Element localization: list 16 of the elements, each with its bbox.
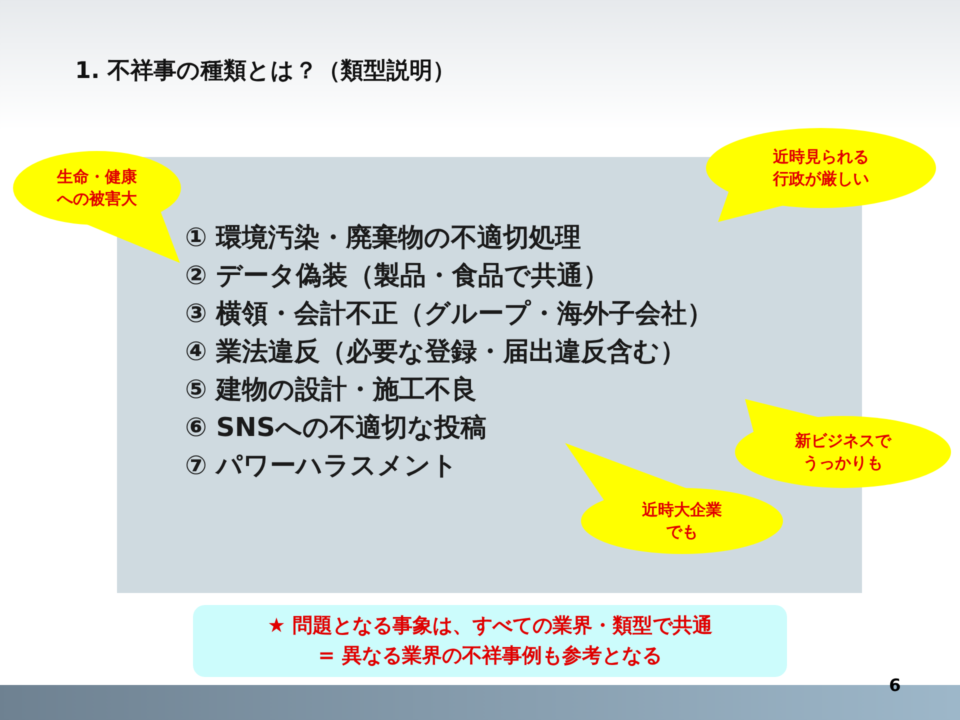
page-number: 6 bbox=[889, 676, 901, 696]
list-item: ⑤ 建物の設計・施工不良 bbox=[185, 374, 478, 407]
note-text: = 異なる業界の不祥事例も参考となる bbox=[317, 642, 663, 669]
bubble-text: 新ビジネスでうっかりも bbox=[794, 430, 892, 474]
list-item: ④ 業法違反（必要な登録・届出違反含む） bbox=[185, 336, 686, 369]
bubble-text: 近時大企業でも bbox=[641, 499, 723, 543]
list-item: ③ 横領・会計不正（グループ・海外子会社） bbox=[185, 298, 714, 331]
list-item: ① 環境汚染・廃棄物の不適切処理 bbox=[185, 222, 582, 255]
list-item: ⑦ パワーハラスメント bbox=[185, 450, 458, 483]
note-box bbox=[193, 605, 787, 677]
bubble-text: 生命・健康への被害大 bbox=[56, 166, 138, 210]
slide-title: 1. 不祥事の種類とは？（類型説明） bbox=[75, 57, 456, 86]
list-item: ⑥ SNSへの不適切な投稿 bbox=[185, 412, 486, 445]
note-text: ★ 問題となる事象は、すべての業界・類型で共通 bbox=[266, 612, 714, 639]
bubble-text: 近時見られる行政が厳しい bbox=[772, 146, 870, 190]
list-item: ② データ偽装（製品・食品で共通） bbox=[185, 260, 610, 293]
